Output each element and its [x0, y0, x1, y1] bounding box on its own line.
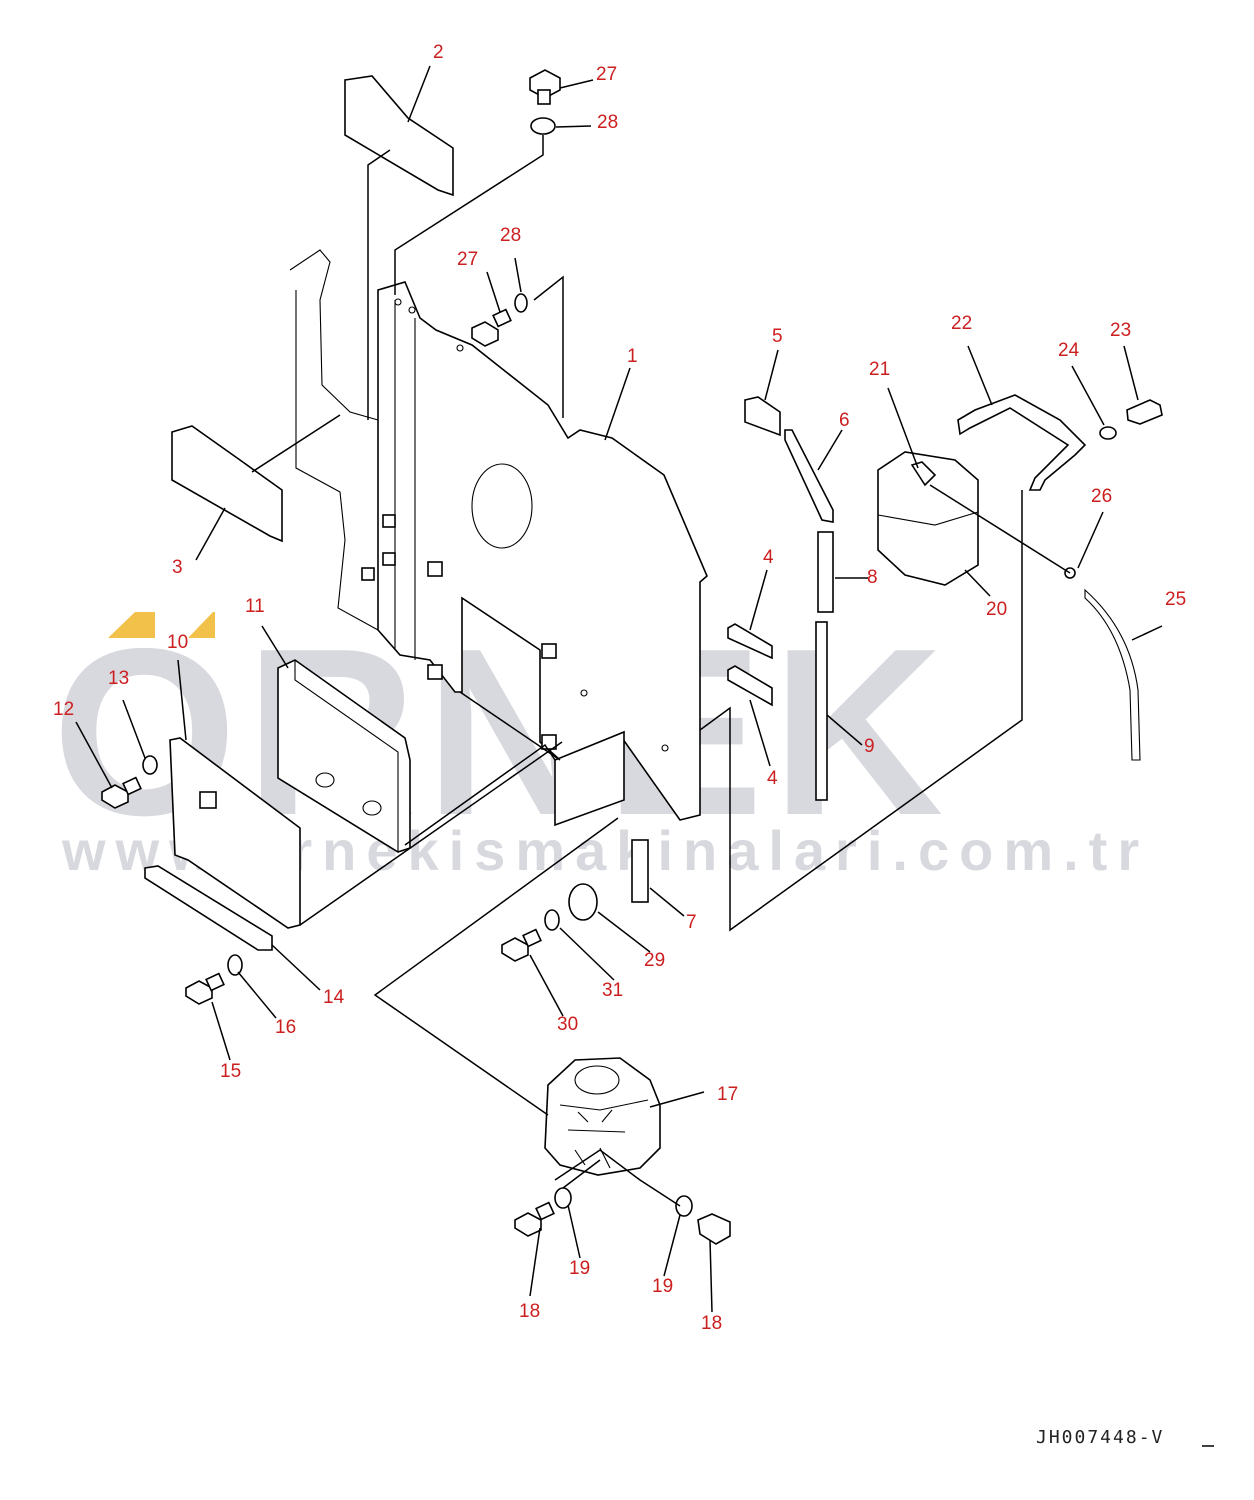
callout-9: 9 — [864, 736, 875, 757]
callout-21: 21 — [869, 359, 890, 380]
callout-15: 15 — [220, 1061, 241, 1082]
callout-18-left: 18 — [519, 1301, 540, 1322]
callout-10: 10 — [167, 632, 188, 653]
callout-25: 25 — [1165, 589, 1186, 610]
callout-24: 24 — [1058, 340, 1080, 361]
callout-11: 11 — [245, 596, 265, 617]
main-panel-opening — [471, 463, 533, 549]
part-3-block — [171, 425, 283, 543]
part-2-block — [344, 75, 454, 197]
part-9-bar — [815, 621, 828, 801]
callout-2: 2 — [433, 42, 444, 63]
callout-13: 13 — [108, 668, 129, 689]
callout-22: 22 — [951, 313, 972, 334]
callout-19-right: 19 — [652, 1276, 673, 1297]
leader-lines — [75, 65, 1163, 1313]
callout-30: 30 — [557, 1014, 578, 1035]
part-10-plate — [169, 737, 301, 929]
part-7-bar — [631, 839, 649, 903]
part-22-bracket — [957, 394, 1087, 491]
callout-28-top: 28 — [597, 112, 618, 133]
callout-5: 5 — [772, 326, 783, 347]
callout-4-lower: 4 — [767, 768, 778, 789]
callout-31: 31 — [602, 980, 623, 1001]
part-6-strip — [784, 429, 834, 523]
callout-16: 16 — [275, 1017, 296, 1038]
callout-8: 8 — [867, 567, 878, 588]
callout-28-mid: 28 — [500, 225, 521, 246]
callout-4-upper: 4 — [763, 547, 774, 568]
part-8-bar — [817, 531, 834, 613]
callout-19-left: 19 — [569, 1258, 590, 1279]
callout-12: 12 — [53, 699, 74, 720]
callout-7: 7 — [686, 912, 697, 933]
callout-labels: 1 2 3 4 4 5 6 7 8 9 10 11 12 13 14 15 16… — [53, 42, 1186, 1334]
callout-14: 14 — [323, 987, 345, 1008]
callout-17: 17 — [717, 1084, 738, 1105]
callout-1: 1 — [627, 346, 638, 367]
main-panel — [289, 249, 708, 827]
callout-29: 29 — [644, 950, 665, 971]
callout-3: 3 — [172, 557, 183, 578]
part-4-pad-lower — [727, 665, 773, 707]
part-17-housing — [544, 1057, 661, 1176]
callout-18-right: 18 — [701, 1313, 722, 1334]
callout-27-mid: 27 — [457, 249, 478, 270]
tank-assembly — [877, 394, 1163, 761]
watermark-accent-left — [108, 612, 155, 638]
part-14-strip — [144, 865, 273, 951]
callout-6: 6 — [839, 410, 850, 431]
callout-23: 23 — [1110, 320, 1131, 341]
part-11-cover — [277, 659, 411, 853]
callout-20: 20 — [986, 599, 1007, 620]
drawing-code: JH007448-V — [1036, 1427, 1164, 1448]
fasteners — [101, 69, 731, 1245]
callout-27-top: 27 — [596, 64, 617, 85]
callout-26: 26 — [1091, 486, 1112, 507]
watermark-accent-right — [188, 612, 215, 638]
part-4-pad-upper — [727, 623, 773, 660]
part-5-pad — [744, 396, 781, 437]
